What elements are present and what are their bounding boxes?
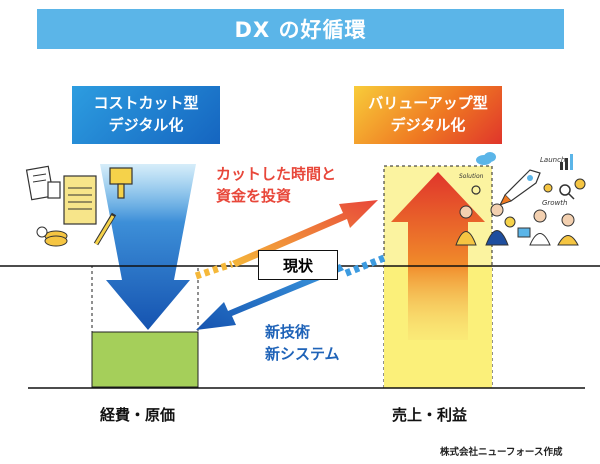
magnifier-icon [559, 184, 575, 200]
expense-box [91, 331, 199, 388]
tech-arrow-dash [342, 254, 386, 278]
launch-word: Launch [540, 156, 565, 164]
rocket-icon [498, 169, 541, 206]
value-up-type-tag: バリューアップ型 デジタル化 [354, 86, 502, 144]
lightbulb-icon [504, 216, 516, 228]
coins-icon-right [543, 178, 586, 193]
cost-cut-arrow [100, 164, 196, 330]
pen-icon [93, 212, 117, 246]
tech-arrow [196, 264, 344, 330]
bar-chart-icon [560, 154, 573, 170]
tech-text: 新技術 新システム [265, 322, 340, 366]
title-banner: DX の好循環 [37, 9, 564, 49]
invest-arrow-dash [194, 260, 234, 280]
solution-word: Solution [459, 173, 484, 180]
team-illustration [455, 203, 579, 246]
credit-text: 株式会社ニューフォース作成 [440, 447, 563, 458]
cost-cut-type-line1: コストカット型 [93, 94, 199, 113]
invoice-icon [63, 175, 97, 225]
cost-cut-type-tag: コストカット型 デジタル化 [72, 86, 220, 144]
tech-text-line2: 新システム [265, 344, 340, 363]
invest-text-line1: カットした時間と [216, 165, 337, 183]
value-up-type-line1: バリューアップ型 [368, 94, 488, 113]
invest-text-line2: 資金を投資 [216, 186, 292, 205]
current-state-label: 現状 [258, 250, 338, 280]
growth-word: Growth [542, 199, 568, 207]
sales-label: 売上・利益 [392, 406, 468, 424]
stamp-icon-2 [109, 167, 133, 199]
page-title: DX の好循環 [234, 18, 367, 42]
stamp-icon [47, 181, 61, 199]
current-state-text: 現状 [282, 256, 313, 275]
gear-icon [471, 185, 481, 195]
tech-text-line1: 新技術 [265, 323, 311, 341]
expense-label: 経費・原価 [100, 406, 176, 424]
cloud-icon [476, 152, 496, 165]
cost-cut-type-line2: デジタル化 [108, 116, 184, 134]
coins-icon [36, 226, 68, 247]
receipt-icon [25, 165, 55, 201]
invest-text: カットした時間と 資金を投資 [216, 164, 336, 208]
value-up-type-line2: デジタル化 [390, 116, 466, 134]
